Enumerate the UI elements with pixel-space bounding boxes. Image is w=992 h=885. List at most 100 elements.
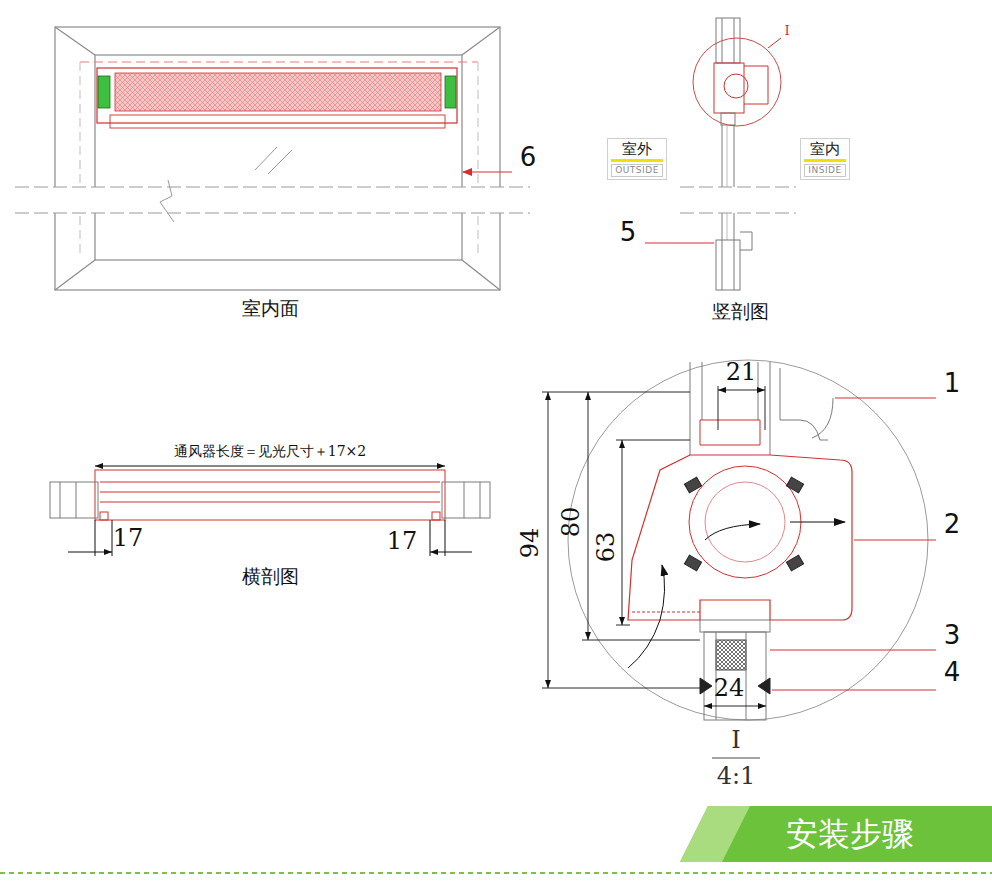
vertical-section: [693, 38, 781, 126]
side-name: 室内: [804, 141, 846, 162]
vertical-section: [693, 18, 781, 290]
leader-line: [463, 172, 512, 173]
ventilator-face: [110, 115, 445, 128]
detail-section: [786, 555, 803, 571]
vertical-section: [727, 125, 728, 240]
detail-section: [628, 455, 852, 620]
detail-section: [770, 362, 771, 455]
dimension-lines: [616, 625, 630, 626]
break-band: [10, 187, 535, 213]
banner-accent: [680, 806, 750, 862]
dimension-lines: [542, 688, 700, 689]
leader-lines: [770, 650, 936, 651]
leader-lines: [770, 398, 936, 690]
dimension-lines: [712, 758, 760, 759]
indoor-face-view: [79, 62, 80, 255]
vertical-section: [724, 74, 748, 98]
break-band: [680, 187, 798, 213]
horizontal-section: [50, 466, 490, 556]
detail-section: [704, 632, 766, 720]
detail-section: [786, 477, 803, 493]
scale-ratio: 4:1: [717, 764, 756, 788]
detail-section: [812, 398, 833, 438]
dimension-lines: [704, 706, 766, 707]
detail-section: [684, 477, 701, 493]
horizontal-section: [95, 466, 445, 467]
horizontal-section: [100, 492, 440, 493]
side-name-en: INSIDE: [804, 164, 846, 177]
section-banner: 安装步骤: [680, 806, 992, 862]
vertical-section: [734, 125, 735, 240]
horizontal-section: [100, 512, 108, 520]
indoor-face-view: [55, 27, 500, 290]
vertical-section: [734, 18, 735, 63]
vertical-section: [714, 63, 744, 113]
indoor-face-view: [55, 260, 95, 290]
horizontal-section: [112, 520, 113, 556]
horizontal-section: [430, 520, 431, 556]
ventilator-face: [255, 147, 277, 170]
ventilator-face: [97, 68, 457, 174]
indoor-face-view: [462, 260, 500, 290]
indoor-face-view: [462, 27, 500, 55]
detail-mark: I: [731, 728, 740, 752]
ventilator-face: [268, 150, 292, 174]
horizontal-section: [432, 512, 440, 520]
detail-section: [690, 362, 691, 455]
horizontal-section: [76, 482, 77, 518]
callout-number: 4: [944, 659, 961, 685]
horizontal-section: [442, 482, 490, 518]
dashed-divider: [0, 872, 992, 874]
detail-section: [705, 482, 785, 562]
detail-section: [758, 678, 770, 694]
callout-number: 6: [520, 144, 537, 170]
callout-number: 2: [944, 511, 961, 537]
detail-section: [689, 466, 801, 578]
detail-section: [700, 420, 760, 445]
view-caption: 竖剖图: [712, 302, 769, 321]
vertical-section: [740, 232, 752, 250]
horizontal-section: [95, 470, 445, 520]
break-band: [15, 187, 530, 188]
vertical-section: [768, 38, 781, 48]
indoor-face-view: [55, 27, 500, 290]
horizontal-section: [50, 482, 98, 518]
dimension-lines: [718, 390, 765, 391]
vertical-section: [722, 125, 723, 240]
side-name-en: OUTSIDE: [611, 164, 663, 177]
side-tag: 室外 OUTSIDE: [607, 138, 667, 180]
leader-lines: [835, 398, 936, 399]
detail-section: [716, 640, 746, 670]
dimension-lines: [542, 392, 690, 393]
detail-section: [780, 368, 828, 440]
vertical-section: [734, 240, 735, 290]
callout-number: 1: [944, 370, 961, 396]
dimension-lines: [542, 386, 766, 758]
side-name: 室外: [611, 141, 663, 162]
horizontal-section: [95, 520, 96, 556]
detail-section: [684, 555, 701, 571]
indoor-face-view: [477, 62, 478, 255]
dimension-lines: [616, 440, 690, 441]
dimension-lines: [588, 392, 589, 640]
detail-section: [758, 362, 759, 420]
leader-lines: [772, 690, 936, 691]
banner-fill: [680, 806, 992, 862]
detail-section: [700, 678, 712, 694]
detail-mark: I: [785, 25, 790, 37]
callout-number: 5: [620, 219, 637, 245]
horizontal-section: [430, 552, 472, 553]
dimension-lines: [582, 640, 700, 641]
indoor-face-view: [55, 27, 95, 55]
detail-section: [790, 522, 845, 523]
dimension: 63: [594, 532, 618, 563]
vertical-section: [716, 240, 740, 290]
detail-section: [700, 620, 770, 632]
leader-line: [645, 243, 714, 244]
indoor-face-view: [80, 61, 478, 62]
detail-section: [628, 565, 665, 668]
vertical-section: [721, 113, 735, 125]
break-band: [680, 213, 796, 214]
break-band: [15, 213, 530, 214]
